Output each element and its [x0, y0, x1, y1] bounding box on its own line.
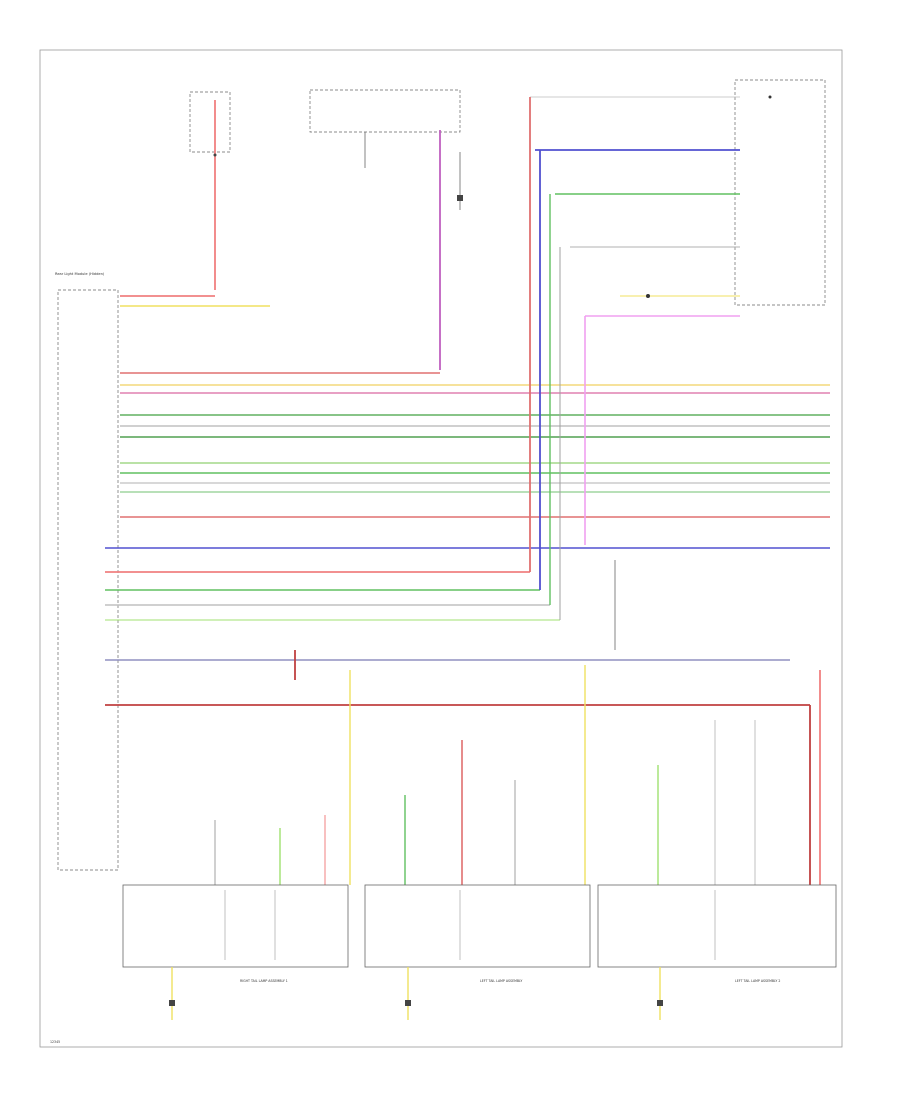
rear-light-module: Rear Light Module (Hidden): [55, 272, 119, 871]
ground-points: [169, 967, 663, 1020]
assembly-label-left-outer: LEFT TAIL LAMP ASSEMBLY 2: [735, 979, 780, 983]
corner-code: 12345: [50, 1040, 60, 1044]
diagram-frame: [39, 49, 843, 1048]
left-tail-lamp-assembly-2: [597, 884, 837, 968]
assembly-label-right-outer: RIGHT TAIL LAMP ASSEMBLY 1: [240, 979, 288, 983]
harness-wires: [105, 295, 830, 706]
module-title: Rear Light Module (Hidden): [55, 272, 105, 276]
left-tail-lamp-assembly: [364, 884, 591, 968]
right-license-devices: [530, 79, 826, 317]
fuse-block: [189, 91, 231, 290]
tail-lamp-assemblies: RIGHT TAIL LAMP ASSEMBLY 1 LEFT TAIL LAM…: [122, 884, 837, 983]
hazard-switch: [309, 89, 463, 370]
vertical-risers: [214, 97, 821, 885]
right-tail-lamp-assembly-1: [122, 884, 349, 968]
assembly-label-left-inner: LEFT TAIL LAMP ASSEMBLY: [480, 979, 522, 983]
